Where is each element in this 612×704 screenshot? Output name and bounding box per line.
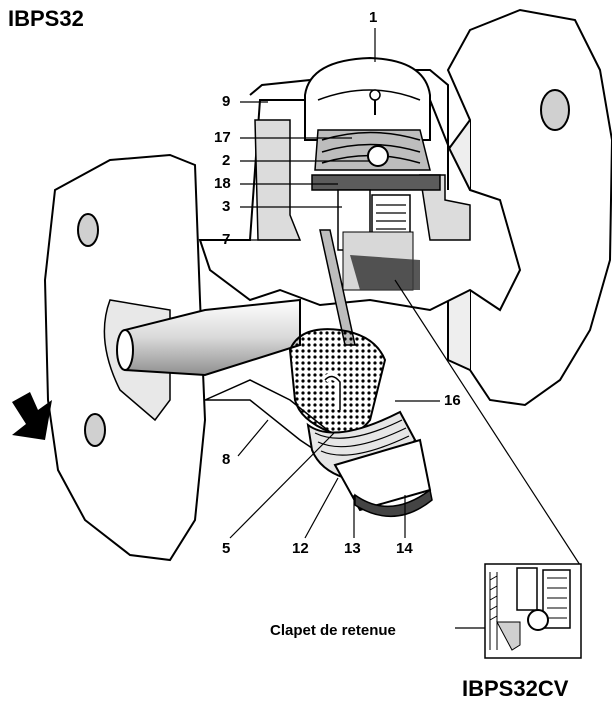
flow-arrow-icon: [12, 392, 52, 440]
capsule-internals: [311, 129, 441, 191]
label-part-9: 9: [222, 93, 231, 110]
label-part-8: 8: [222, 451, 231, 468]
right-flange: [446, 8, 612, 407]
label-part-14: 14: [396, 540, 413, 557]
label-part-1: 1: [369, 9, 378, 26]
strainer-cap: [306, 410, 433, 517]
title-ibps32: IBPS32: [8, 6, 84, 31]
label-part-7: 7: [222, 231, 231, 248]
cover: [304, 56, 431, 141]
label-part-17: 17: [214, 129, 231, 146]
label-part-2: 2: [222, 152, 231, 169]
detail-inset: [484, 563, 582, 659]
label-part-16: 16: [444, 392, 461, 409]
leader-lines: [229, 28, 581, 629]
label-part-5: 5: [222, 540, 231, 557]
label-part-18: 18: [214, 175, 231, 192]
title-ibps32cv: IBPS32CV: [462, 676, 569, 701]
label-part-3: 3: [222, 198, 231, 215]
label-clapet-de-retenue: Clapet de retenue: [270, 622, 396, 639]
label-part-12: 12: [292, 540, 309, 557]
valve-seat: [337, 189, 420, 291]
strainer-screen: [288, 328, 387, 436]
inlet-bore: [116, 298, 301, 377]
label-part-13: 13: [344, 540, 361, 557]
